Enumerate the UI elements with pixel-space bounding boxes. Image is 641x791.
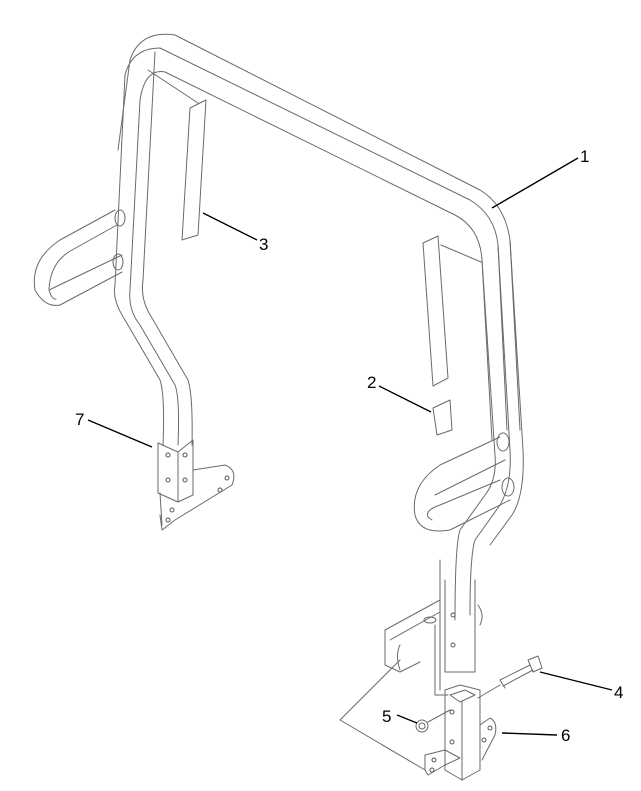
roll-bar-frame: [33, 33, 524, 621]
decal-long: [147, 69, 207, 241]
callout-6: 6: [561, 726, 570, 745]
callout-5: 5: [382, 707, 391, 726]
left-mount-bracket: [157, 439, 235, 531]
callout-1: 1: [580, 147, 589, 166]
callout-3: 3: [259, 235, 268, 254]
callout-7: 7: [75, 410, 84, 429]
callout-4: 4: [614, 683, 623, 702]
assembly-guide-lines: [339, 559, 441, 771]
tube-end: [434, 579, 476, 696]
leader-lines: [87, 157, 613, 736]
nut: [415, 709, 451, 733]
decal-small: [422, 235, 482, 436]
bolt: [477, 655, 543, 699]
frame-channel: [384, 599, 483, 673]
right-mount-bracket: [424, 684, 497, 781]
callouts: 1 2 3 4 5 6 7: [75, 147, 623, 745]
callout-2: 2: [367, 373, 376, 392]
